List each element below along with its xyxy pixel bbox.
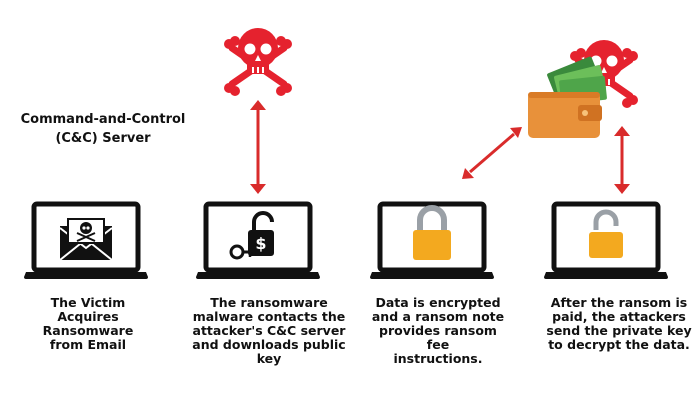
email-skull-icon <box>59 218 113 261</box>
caption-line: attacker's C&C server <box>192 323 346 338</box>
caption-line: key <box>256 351 282 366</box>
caption-line: and downloads public <box>192 337 346 352</box>
caption-line: Acquires <box>57 309 119 324</box>
caption-line: paid, the attackers <box>552 309 686 324</box>
double-arrow-icon <box>462 127 522 179</box>
caption-line: from Email <box>49 337 127 352</box>
caption-line: The ransomware <box>210 295 328 310</box>
double-arrow-icon <box>250 100 266 194</box>
caption-line: provides ransom fee <box>379 323 497 352</box>
cc-server-label-line2: (C&C) Server <box>55 131 151 146</box>
step-contact-caption: The ransomware malware contacts the atta… <box>184 296 354 366</box>
double-arrow-icon <box>614 126 630 194</box>
caption-line: to decrypt the data. <box>548 337 690 352</box>
cc-server-label-line1: Command-and-Control <box>20 112 186 127</box>
wallet-cash-icon <box>528 56 607 138</box>
dollar-lock-key-icon: $ <box>229 211 274 260</box>
step-decrypt-caption: After the ransom is paid, the attackers … <box>544 296 694 352</box>
step-victim-caption: The Victim Acquires Ransomware from Emai… <box>28 296 148 352</box>
svg-text:$: $ <box>255 234 266 253</box>
caption-line: send the private key <box>546 323 692 338</box>
caption-line: Data is encrypted <box>375 295 501 310</box>
caption-line: and a ransom note <box>371 309 505 324</box>
padlock-open-icon <box>589 209 623 258</box>
caption-line: instructions. <box>393 351 483 366</box>
caption-line: After the ransom is <box>550 295 688 310</box>
step-encrypt-caption: Data is encrypted and a ransom note prov… <box>368 296 508 366</box>
caption-line: malware contacts the <box>192 309 346 324</box>
cc-server-skull-icon <box>224 28 292 96</box>
cc-server-label: Command-and-Control (C&C) Server <box>8 110 198 148</box>
caption-line: The Victim <box>50 295 126 310</box>
caption-line: Ransomware <box>42 323 134 338</box>
